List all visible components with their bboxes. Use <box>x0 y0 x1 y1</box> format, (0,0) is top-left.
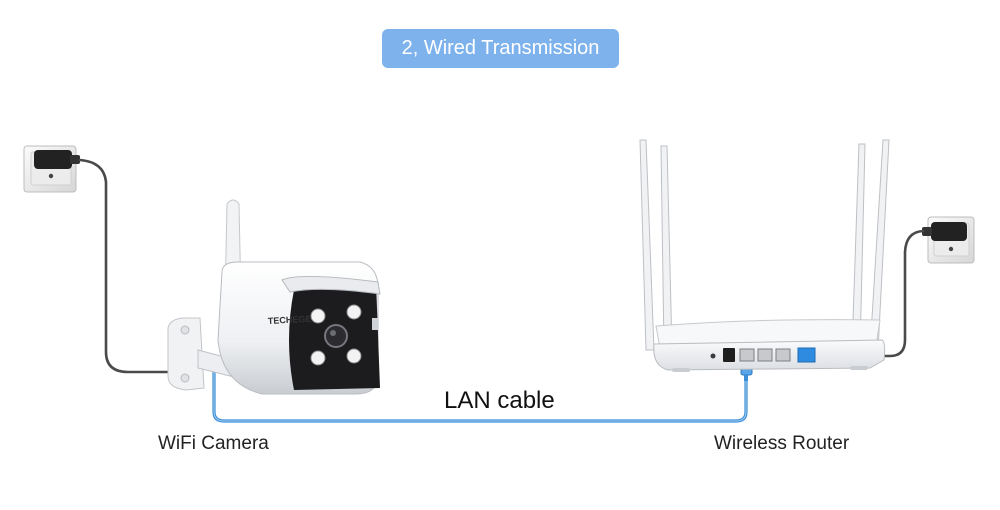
router-wan-port <box>797 347 816 363</box>
power-plug-left <box>34 150 80 169</box>
page-title: 2, Wired Transmission <box>382 29 619 68</box>
router-label: Wireless Router <box>714 433 850 454</box>
power-plug-right <box>922 222 967 241</box>
router-lan-port-3 <box>775 348 791 362</box>
router-power-port <box>723 348 735 362</box>
camera-label: WiFi Camera <box>158 433 269 454</box>
lan-cable-label: LAN cable <box>444 387 555 414</box>
wifi-camera: TECHEGE <box>167 199 381 395</box>
power-cable-router <box>853 229 925 358</box>
router-lan-port-1 <box>739 348 755 362</box>
power-cable-camera <box>78 158 187 374</box>
wireless-router <box>639 139 890 372</box>
router-lan-port-2 <box>757 348 773 362</box>
camera-brand-label: TECHEGE <box>268 314 312 326</box>
